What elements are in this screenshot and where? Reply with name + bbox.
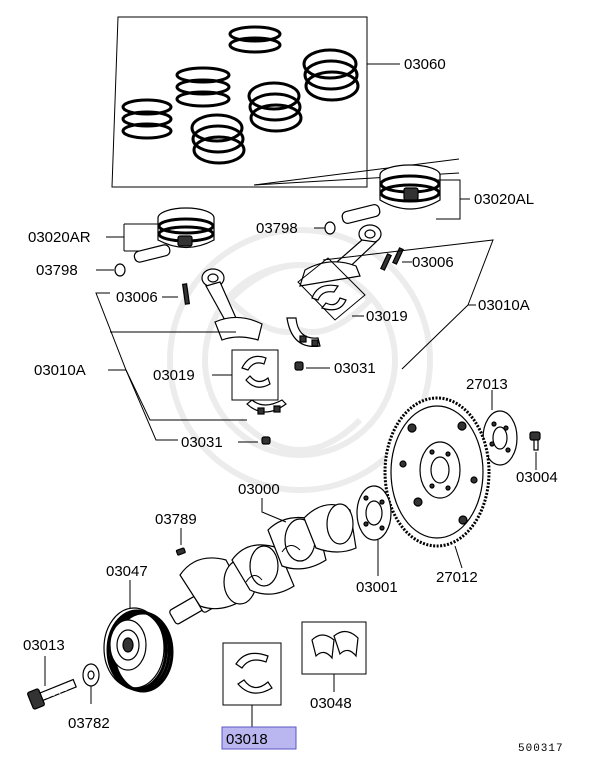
rod-nut-left[interactable]: [238, 436, 271, 445]
pulley-bolt-03013[interactable]: [27, 656, 77, 710]
label-03798-upper: 03798: [256, 220, 298, 237]
label-03048: 03048: [310, 695, 352, 712]
label-03010A-right: 03010A: [478, 297, 530, 314]
bolt-03004[interactable]: [529, 431, 541, 470]
label-03006-left: 03006: [116, 289, 158, 306]
label-03006-right: 03006: [412, 254, 454, 271]
label-03020AL: 03020AL: [474, 191, 534, 208]
highlight-03018: [221, 726, 297, 750]
label-03010A-left: 03010A: [34, 362, 86, 379]
label-27012: 27012: [436, 569, 478, 586]
diagram-code: 500317: [518, 743, 564, 755]
plate-03001[interactable]: [356, 485, 392, 576]
bracket-03010A-right: [322, 239, 494, 306]
flywheel-27012[interactable]: [383, 396, 491, 569]
label-03789: 03789: [155, 511, 197, 528]
thrust-bearing-03048[interactable]: [301, 621, 367, 692]
label-03031-right: 03031: [334, 360, 376, 377]
label-03020AR: 03020AR: [28, 229, 91, 246]
piston-pin-clip-left[interactable]: [96, 263, 126, 277]
label-27013: 27013: [466, 376, 508, 393]
rod-cap-left[interactable]: [246, 399, 287, 415]
label-03004: 03004: [516, 469, 558, 486]
main-bearing-03018[interactable]: [222, 642, 282, 727]
watermark-emblem: [167, 227, 433, 493]
label-03782: 03782: [68, 715, 110, 732]
rod-bearing-left[interactable]: [212, 349, 279, 401]
guide-line: [253, 158, 460, 186]
piston-left[interactable]: [341, 164, 470, 224]
rod-nut-right[interactable]: [294, 361, 330, 371]
label-03018[interactable]: 03018: [226, 731, 268, 748]
connecting-rod-right[interactable]: [299, 224, 412, 287]
adapter-plate-27013[interactable]: [482, 390, 518, 466]
connecting-rod-left[interactable]: [181, 268, 263, 341]
label-03000: 03000: [238, 481, 280, 498]
washer-03782[interactable]: [82, 663, 100, 704]
label-03001: 03001: [356, 579, 398, 596]
rod-cap-right[interactable]: [286, 317, 321, 348]
piston-right[interactable]: [106, 207, 215, 263]
label-03060: 03060: [404, 56, 446, 73]
piston-pin-clip-right[interactable]: [314, 221, 336, 235]
key-03789[interactable]: [175, 528, 186, 556]
label-03047: 03047: [106, 563, 148, 580]
label-03798-lower: 03798: [36, 262, 78, 279]
piston-ring-set[interactable]: [111, 16, 400, 188]
label-03019-right: 03019: [366, 308, 408, 325]
crankshaft-03000[interactable]: [169, 498, 357, 625]
label-03031-left: 03031: [181, 434, 223, 451]
label-03013: 03013: [23, 637, 65, 654]
crank-pulley-03047[interactable]: [103, 580, 174, 693]
rod-bearing-right[interactable]: [297, 257, 366, 321]
label-03019-left: 03019: [153, 367, 195, 384]
